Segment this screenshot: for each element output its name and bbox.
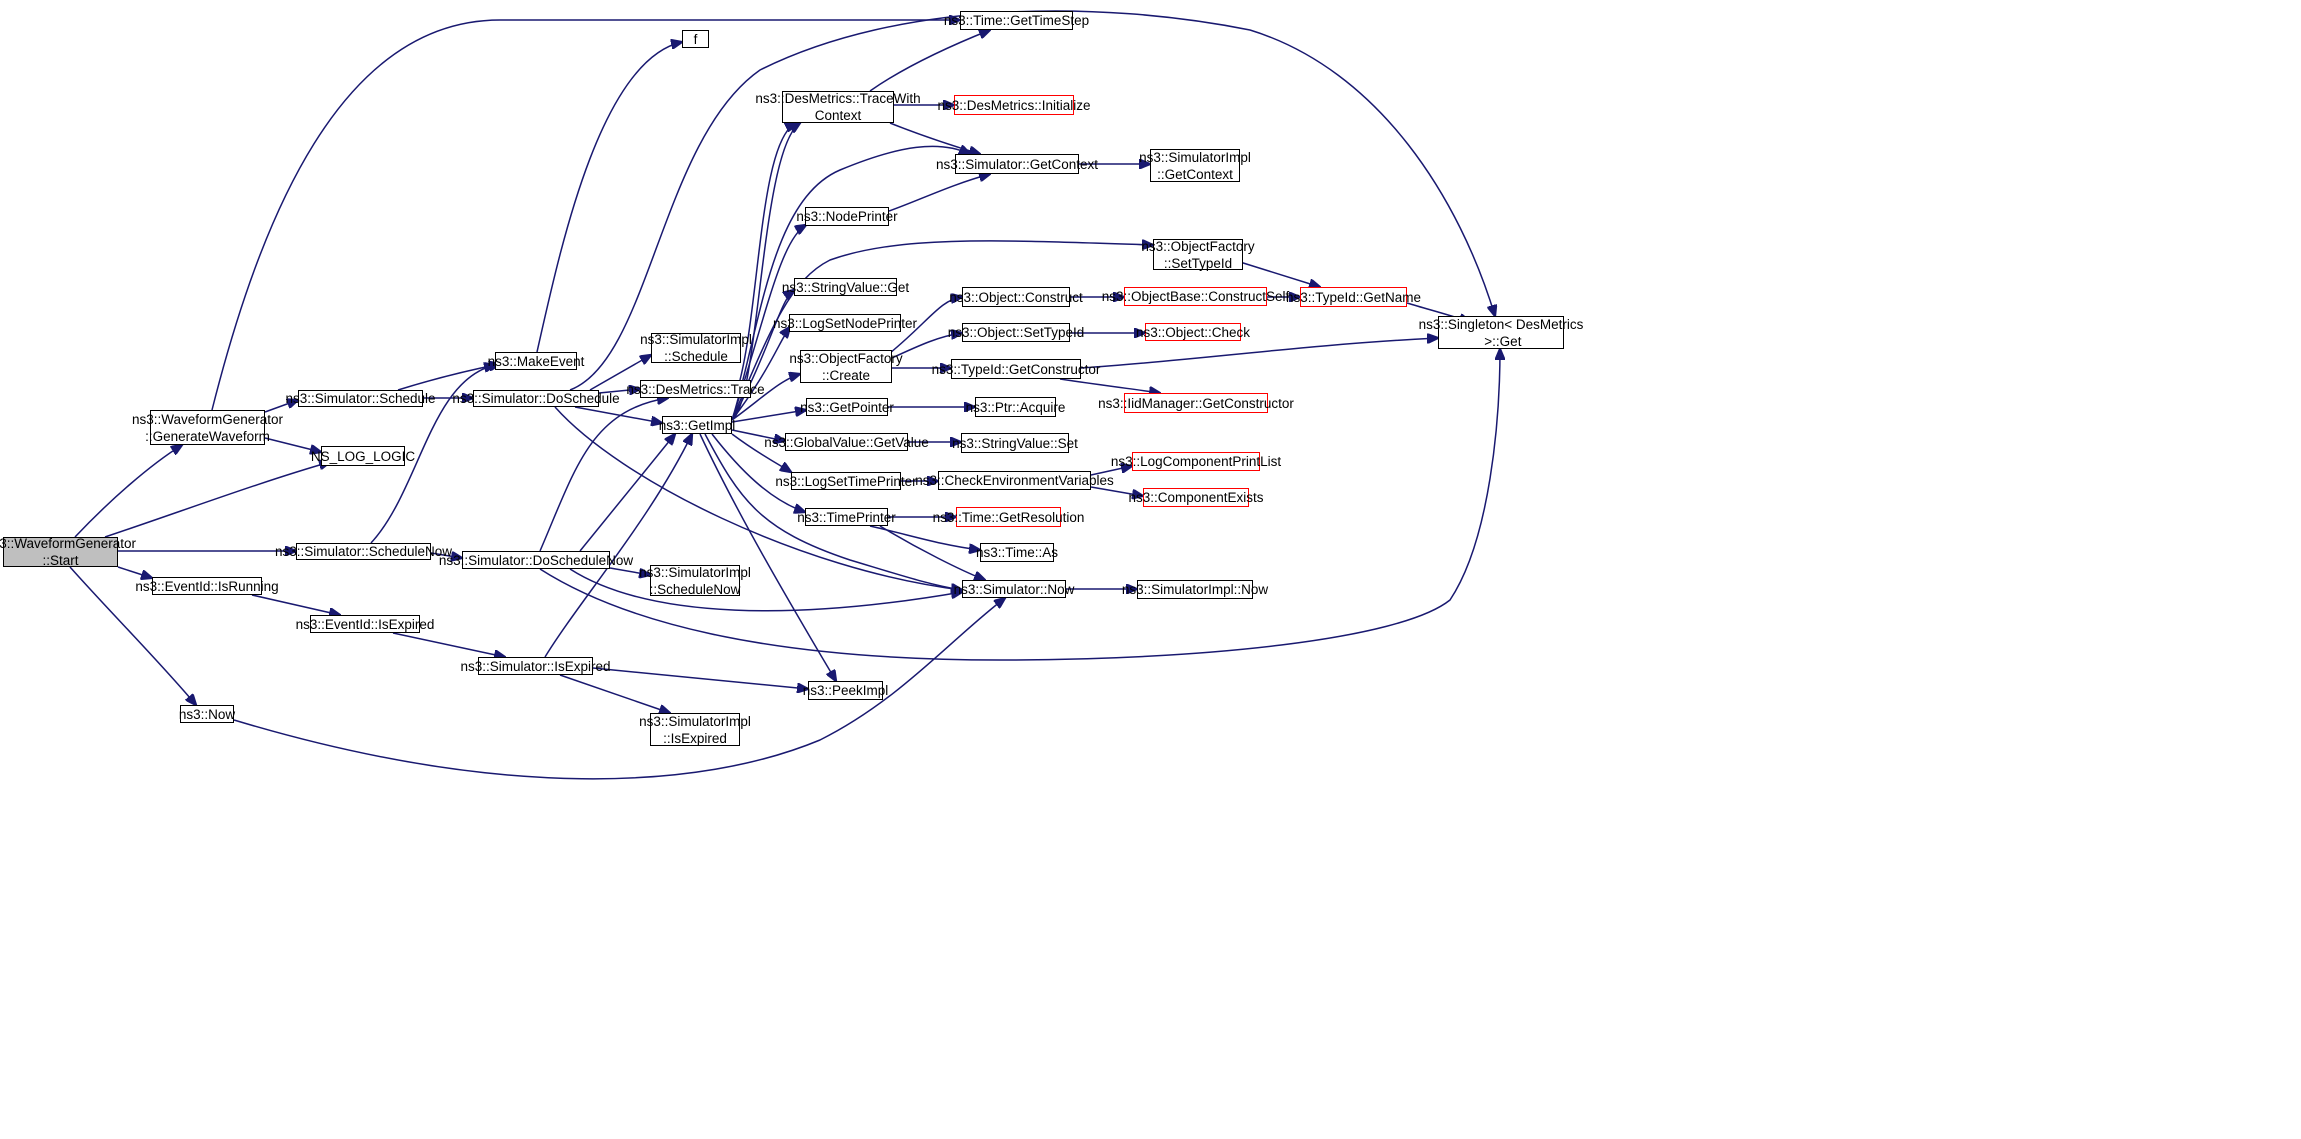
edge-getimpl-logtimeprinter: [731, 433, 791, 472]
edge-tidgetctor-singleton: [1080, 338, 1438, 369]
node-eventid-isexpired[interactable]: ns3::EventId::IsExpired: [295, 615, 435, 633]
edge-destrace-tracectx: [739, 123, 796, 381]
edge-doschednow-destrace: [539, 398, 668, 552]
edge-simexp-implexp: [559, 674, 670, 713]
edge-doschednow-simnow: [569, 568, 962, 612]
node-simulatorimpl-schedulenow[interactable]: ns3::SimulatorImpl ::ScheduleNow: [639, 564, 751, 597]
edge-getimpl-gvget: [731, 429, 785, 441]
node-typeid-getname[interactable]: ns3::TypeId::GetName: [1286, 287, 1421, 307]
node-getimpl[interactable]: ns3::GetImpl: [658, 416, 736, 434]
edge-getimpl-lognodeprinter: [731, 327, 790, 421]
node-stringvalue-get[interactable]: ns3::StringValue::Get: [781, 278, 910, 296]
node-makeevent[interactable]: ns3::MakeEvent: [487, 352, 585, 370]
node-desmetrics-trace[interactable]: ns3::DesMetrics::Trace: [626, 380, 765, 398]
edge-simexp-getimpl: [544, 434, 692, 658]
edge-evrun-evexp: [251, 594, 340, 615]
edge-genwave-timestep: [211, 20, 960, 411]
node-componentexists[interactable]: ns3::ComponentExists: [1128, 488, 1264, 507]
node-time-as[interactable]: ns3::Time::As: [975, 543, 1059, 562]
edge-start-genwave: [74, 445, 182, 538]
node-objectfactory-create[interactable]: ns3::ObjectFactory ::Create: [789, 350, 903, 383]
node-stringvalue-set[interactable]: ns3::StringValue::Set: [952, 433, 1078, 453]
edge-getimpl-simnow: [704, 433, 962, 590]
edge-tidgetctor-iidmgr: [1059, 378, 1160, 393]
edge-checkenv-logcomp: [1090, 466, 1132, 476]
edge-makeev-f: [536, 42, 682, 353]
node-desmetrics-initialize[interactable]: ns3::DesMetrics::Initialize: [937, 95, 1091, 115]
edge-ofsettid-tidname: [1239, 261, 1320, 287]
node-eventid-isrunning[interactable]: ns3::EventId::IsRunning: [135, 577, 279, 595]
node-typeid-getconstructor[interactable]: ns3::TypeId::GetConstructor: [932, 359, 1100, 379]
edge-now-simnow: [233, 598, 1005, 780]
node-objectbase-constructself[interactable]: ns3::ObjectBase::ConstructSelf: [1101, 287, 1290, 306]
edge-doschednow-singleton: [539, 349, 1500, 661]
node-ns-log-logic[interactable]: NS_LOG_LOGIC: [311, 446, 415, 466]
edge-start-now: [69, 566, 196, 705]
edge-simexp-peekimpl: [592, 667, 808, 689]
edge-getimpl-getptr: [731, 410, 806, 423]
node-simulatorimpl-getcontext[interactable]: ns3::SimulatorImpl ::GetContext: [1139, 149, 1251, 182]
node-object-settypeid[interactable]: ns3::Object::SetTypeId: [947, 323, 1085, 342]
node-time-getresolution[interactable]: ns3::Time::GetResolution: [933, 507, 1084, 527]
node-simulatorimpl-now[interactable]: ns3::SimulatorImpl::Now: [1121, 580, 1269, 599]
edge-ofcreate-objconstruct: [889, 297, 962, 354]
edge-dosched-simnow: [554, 406, 962, 590]
edge-timeprinter-simnow: [879, 525, 985, 580]
node-waveform-generator-start: ns3::WaveformGenerator ::Start: [0, 536, 137, 568]
edge-schednow-makeev: [370, 365, 495, 544]
edge-timeprinter-timeas: [869, 525, 980, 550]
edge-tracectx-timestep: [869, 30, 990, 92]
edge-getimpl-timeprinter: [711, 433, 805, 512]
node-now[interactable]: ns3::Now: [178, 705, 236, 723]
node-simulator-now[interactable]: ns3::Simulator::Now: [953, 580, 1075, 598]
node-simulator-doschedule[interactable]: ns3::Simulator::DoSchedule: [452, 390, 620, 407]
node-simulatorimpl-isexpired[interactable]: ns3::SimulatorImpl ::IsExpired: [639, 713, 751, 746]
node-time-gettimestep[interactable]: ns3::Time::GetTimeStep: [943, 11, 1090, 30]
node-nodeprinter[interactable]: ns3::NodePrinter: [796, 207, 898, 226]
node-desmetrics-tracewithcontext[interactable]: ns3::DesMetrics::TraceWith Context: [755, 91, 921, 123]
edge-start-evrun: [117, 566, 152, 578]
node-ptr-acquire[interactable]: ns3::Ptr::Acquire: [966, 397, 1065, 417]
edge-getimpl-peekimpl: [699, 433, 836, 681]
edge-getimpl-ofsettid: [731, 241, 1153, 421]
node-simulator-schedulenow[interactable]: ns3::Simulator::ScheduleNow: [274, 543, 453, 560]
edge-tracectx-getctx: [889, 122, 980, 154]
node-logsettimeprinter[interactable]: ns3::LogSetTimePrinter: [775, 472, 917, 490]
node-waveform-generator-generate-waveform[interactable]: ns3::WaveformGenerator ::GenerateWavefor…: [131, 410, 284, 445]
node-singleton-desmetrics-get[interactable]: ns3::Singleton< DesMetrics >::Get: [1418, 316, 1584, 349]
edge-ofcreate-objsettid: [891, 333, 962, 359]
node-object-check[interactable]: ns3::Object::Check: [1135, 323, 1251, 341]
node-logsetnodeprinter[interactable]: ns3::LogSetNodePrinter: [772, 314, 918, 332]
edge-dosched-getimpl: [574, 406, 662, 423]
edge-doschednow-implschednow: [609, 567, 650, 575]
edge-genwave-nslog: [264, 437, 321, 452]
node-objectfactory-settypeid[interactable]: ns3::ObjectFactory ::SetTypeId: [1141, 238, 1255, 271]
edge-nodeprinter-getctx: [888, 174, 990, 212]
edge-dosched-implsched: [589, 355, 651, 391]
node-simulator-isexpired[interactable]: ns3::Simulator::IsExpired: [460, 657, 611, 675]
node-iidmanager-getconstructor[interactable]: ns3::IidManager::GetConstructor: [1098, 393, 1294, 413]
node-checkenvironmentvariables[interactable]: ns3::CheckEnvironmentVariables: [915, 471, 1114, 490]
edge-getimpl-ofcreate: [731, 374, 800, 421]
edge-checkenv-compexists: [1090, 486, 1143, 496]
edge-start-nslog: [104, 462, 330, 538]
node-simulatorimpl-schedule[interactable]: ns3::SimulatorImpl ::Schedule: [640, 332, 752, 364]
node-getpointer[interactable]: ns3::GetPointer: [800, 398, 894, 416]
edge-schednow-doschednow: [430, 553, 462, 558]
node-globalvalue-getvalue[interactable]: ns3::GlobalValue::GetValue: [764, 433, 929, 451]
node-object-construct[interactable]: ns3::Object::Construct: [949, 287, 1083, 307]
edge-doschednow-getimpl: [579, 434, 675, 552]
node-simulator-getcontext[interactable]: ns3::Simulator::GetContext: [936, 154, 1098, 174]
edge-dosched-destrace: [598, 389, 640, 393]
node-f[interactable]: f: [682, 30, 709, 48]
edge-getimpl-getctx: [731, 146, 970, 421]
node-peekimpl[interactable]: ns3::PeekImpl: [802, 681, 889, 700]
node-timeprinter[interactable]: ns3::TimePrinter: [797, 508, 896, 526]
edge-genwave-sched: [264, 400, 298, 413]
node-logcomponentprintlist[interactable]: ns3::LogComponentPrintList: [1110, 452, 1282, 471]
edge-evexp-simexp: [392, 632, 505, 657]
node-simulator-schedule[interactable]: ns3::Simulator::Schedule: [285, 390, 436, 407]
node-simulator-doschedulenow[interactable]: ns3::Simulator::DoScheduleNow: [438, 551, 634, 569]
